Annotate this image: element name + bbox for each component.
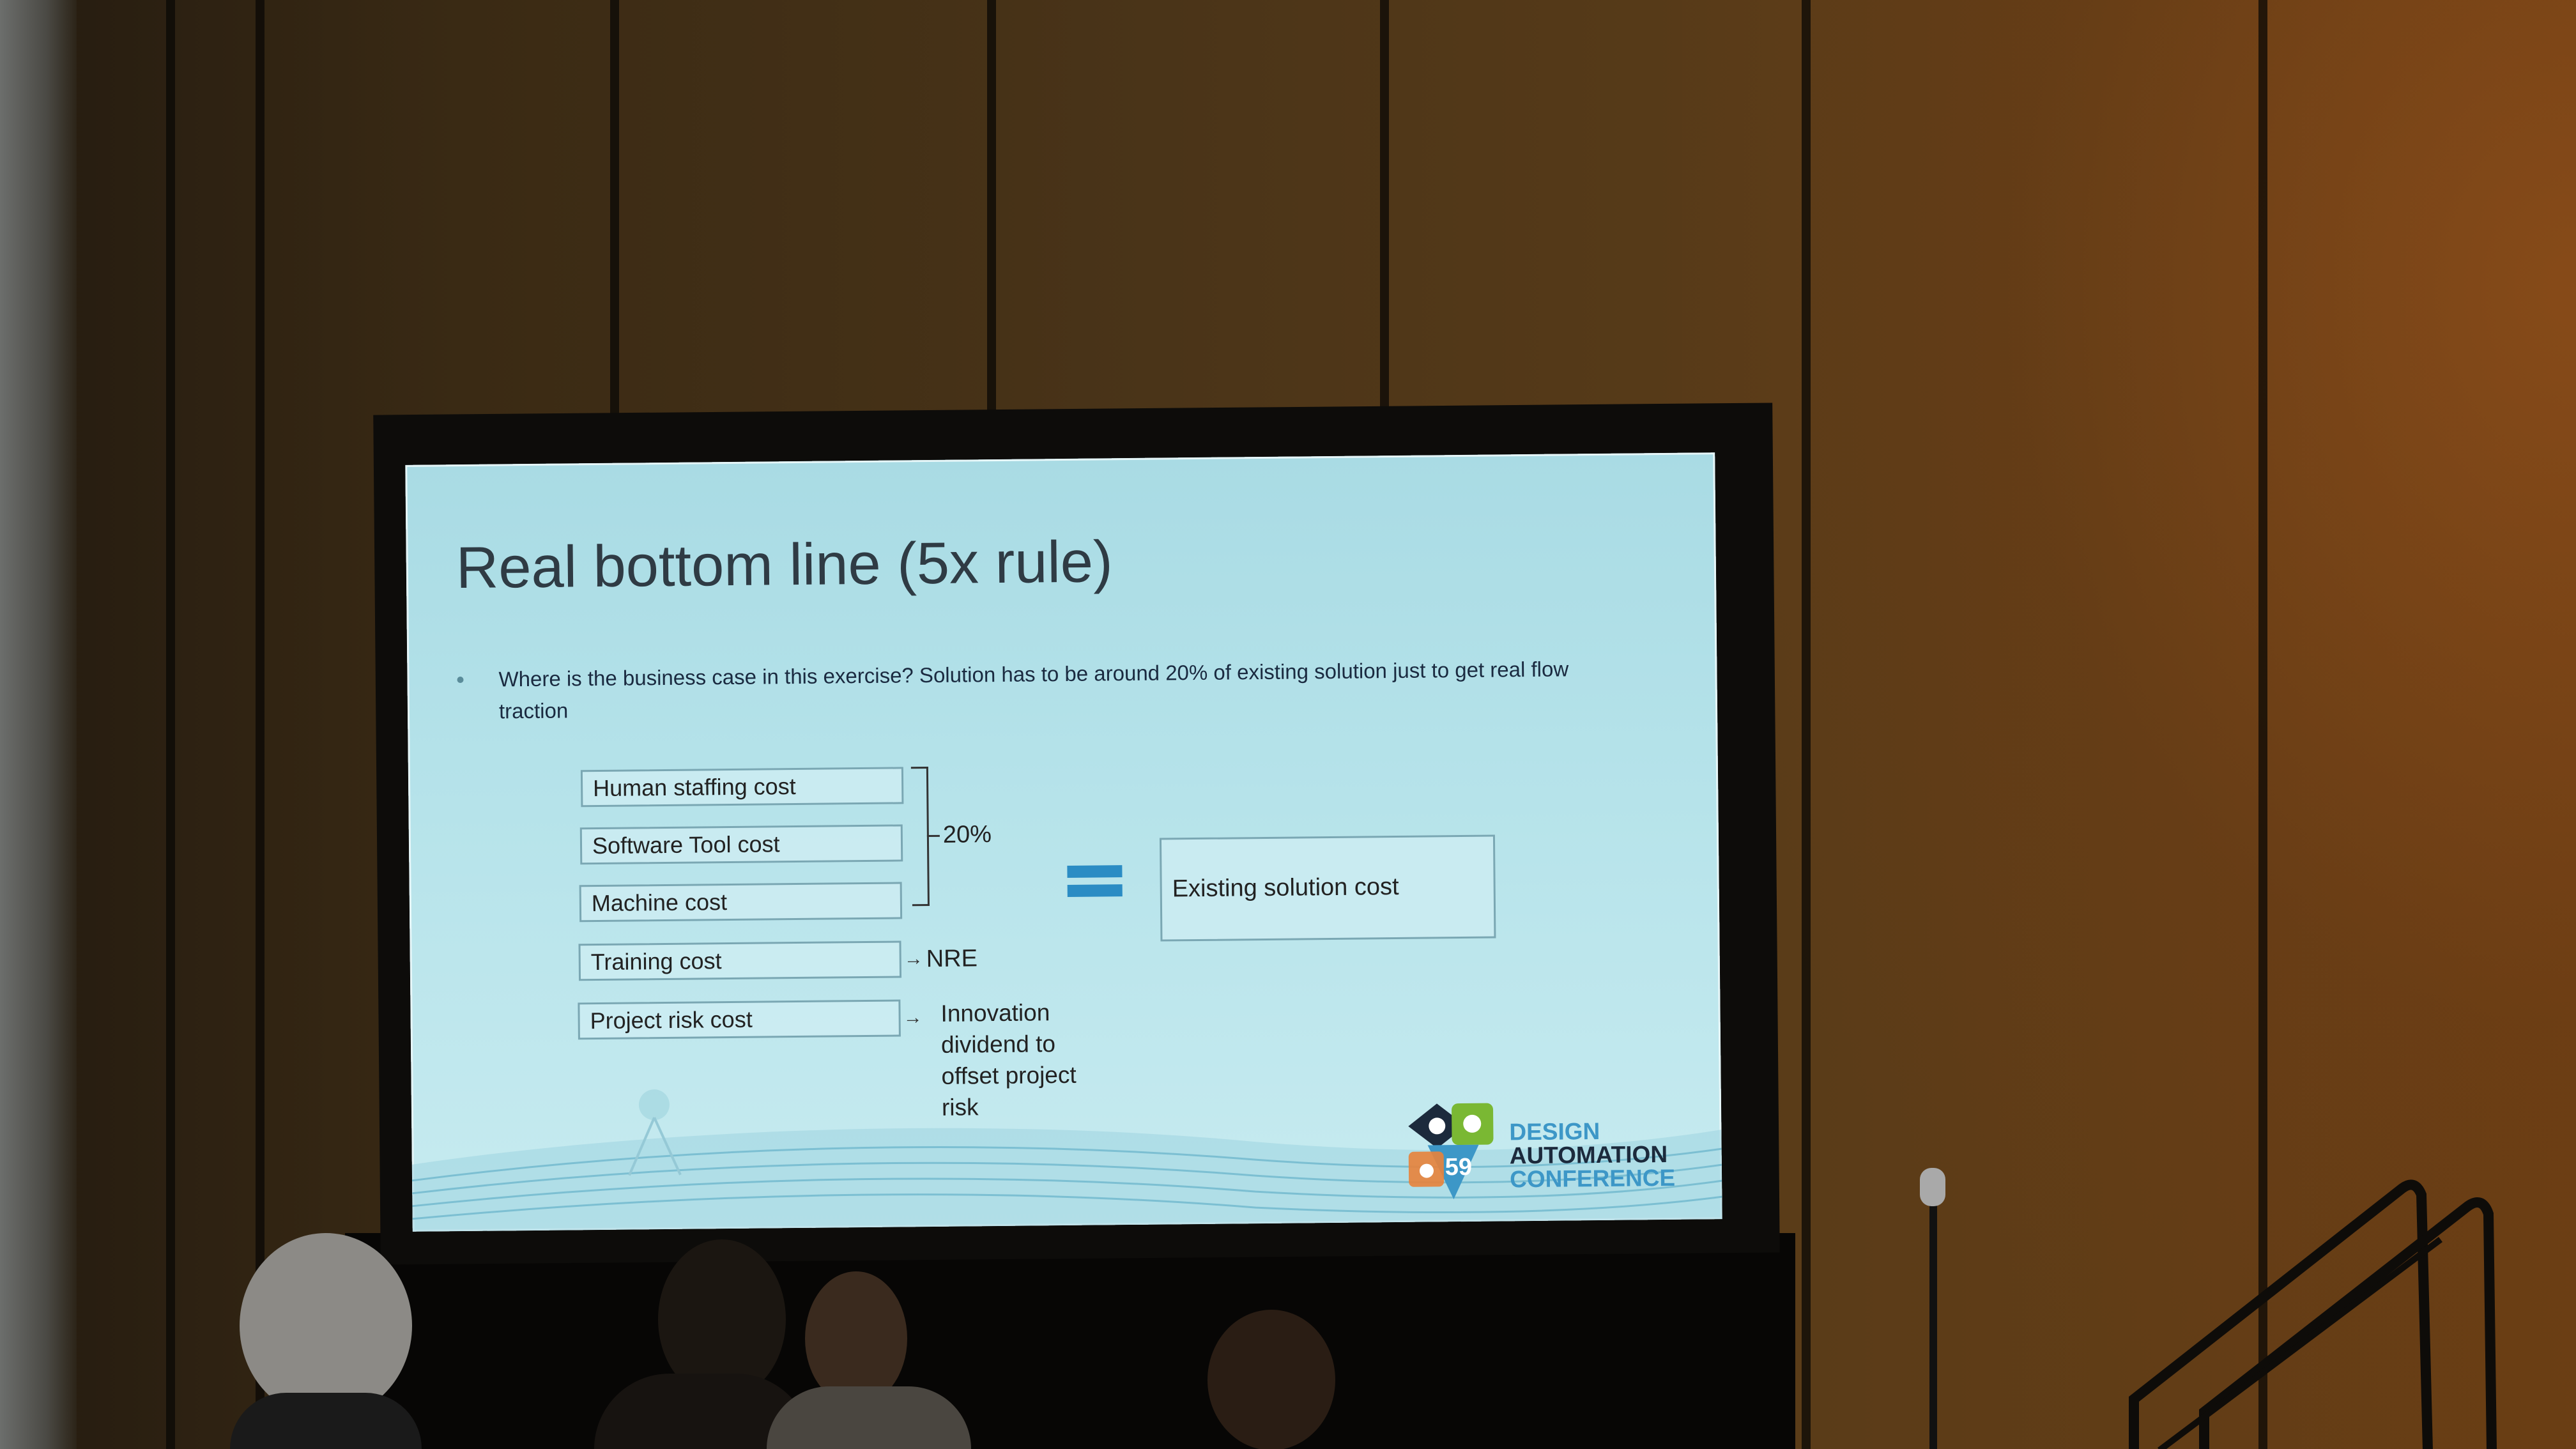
bracket-percentage-label: 20% bbox=[942, 821, 992, 848]
stair-railing bbox=[2129, 1179, 2497, 1449]
curtain-seam bbox=[166, 0, 175, 1449]
arrow-right-icon: → bbox=[903, 948, 923, 970]
curtain-seam bbox=[256, 0, 264, 1449]
dac-logo: 59 DESIGN AUTOMATION CONFERENCE bbox=[1402, 1095, 1678, 1209]
curtain-seam bbox=[1802, 0, 1811, 1449]
dac-logo-emblem-icon: 59 bbox=[1408, 1103, 1494, 1200]
wave-pattern bbox=[411, 1128, 1722, 1232]
curtain-seam bbox=[2258, 0, 2267, 1449]
audience-member bbox=[1156, 1310, 1361, 1449]
equals-icon bbox=[1067, 865, 1123, 899]
cost-item-machine: Machine cost bbox=[579, 882, 903, 923]
bracket-tick bbox=[926, 834, 940, 838]
logo-wordmark: DESIGN AUTOMATION CONFERENCE bbox=[1509, 1117, 1676, 1193]
cost-item-software-tool: Software Tool cost bbox=[579, 824, 903, 865]
existing-solution-box: Existing solution cost bbox=[1159, 834, 1496, 942]
cost-item-human-staffing: Human staffing cost bbox=[580, 767, 904, 808]
side-wall bbox=[0, 0, 77, 1449]
slide-title: Real bottom line (5x rule) bbox=[456, 529, 1114, 601]
microphone-stand bbox=[1929, 1176, 1937, 1449]
cost-item-project-risk: Project risk cost bbox=[578, 999, 901, 1040]
microphone-icon bbox=[1920, 1168, 1945, 1206]
stage-base bbox=[345, 1233, 1795, 1449]
arrow-right-icon: → bbox=[903, 1007, 923, 1029]
tower-watermark-icon bbox=[628, 1089, 682, 1176]
slide-bullet: Where is the business case in this exerc… bbox=[498, 657, 1569, 723]
training-label: NRE bbox=[926, 945, 978, 973]
room-light bbox=[1682, 0, 2576, 1449]
bullet-icon bbox=[457, 677, 464, 684]
audience-member bbox=[594, 1239, 811, 1449]
presentation-slide: Real bottom line (5x rule) Where is the … bbox=[405, 452, 1722, 1232]
audience-member bbox=[767, 1271, 971, 1449]
logo-line-2: AUTOMATION bbox=[1509, 1140, 1668, 1169]
audience-member bbox=[230, 1233, 422, 1449]
logo-number: 59 bbox=[1445, 1154, 1473, 1181]
logo-line-1: DESIGN bbox=[1509, 1117, 1600, 1146]
logo-line-3: CONFERENCE bbox=[1509, 1164, 1676, 1193]
cost-item-training: Training cost bbox=[578, 940, 902, 981]
